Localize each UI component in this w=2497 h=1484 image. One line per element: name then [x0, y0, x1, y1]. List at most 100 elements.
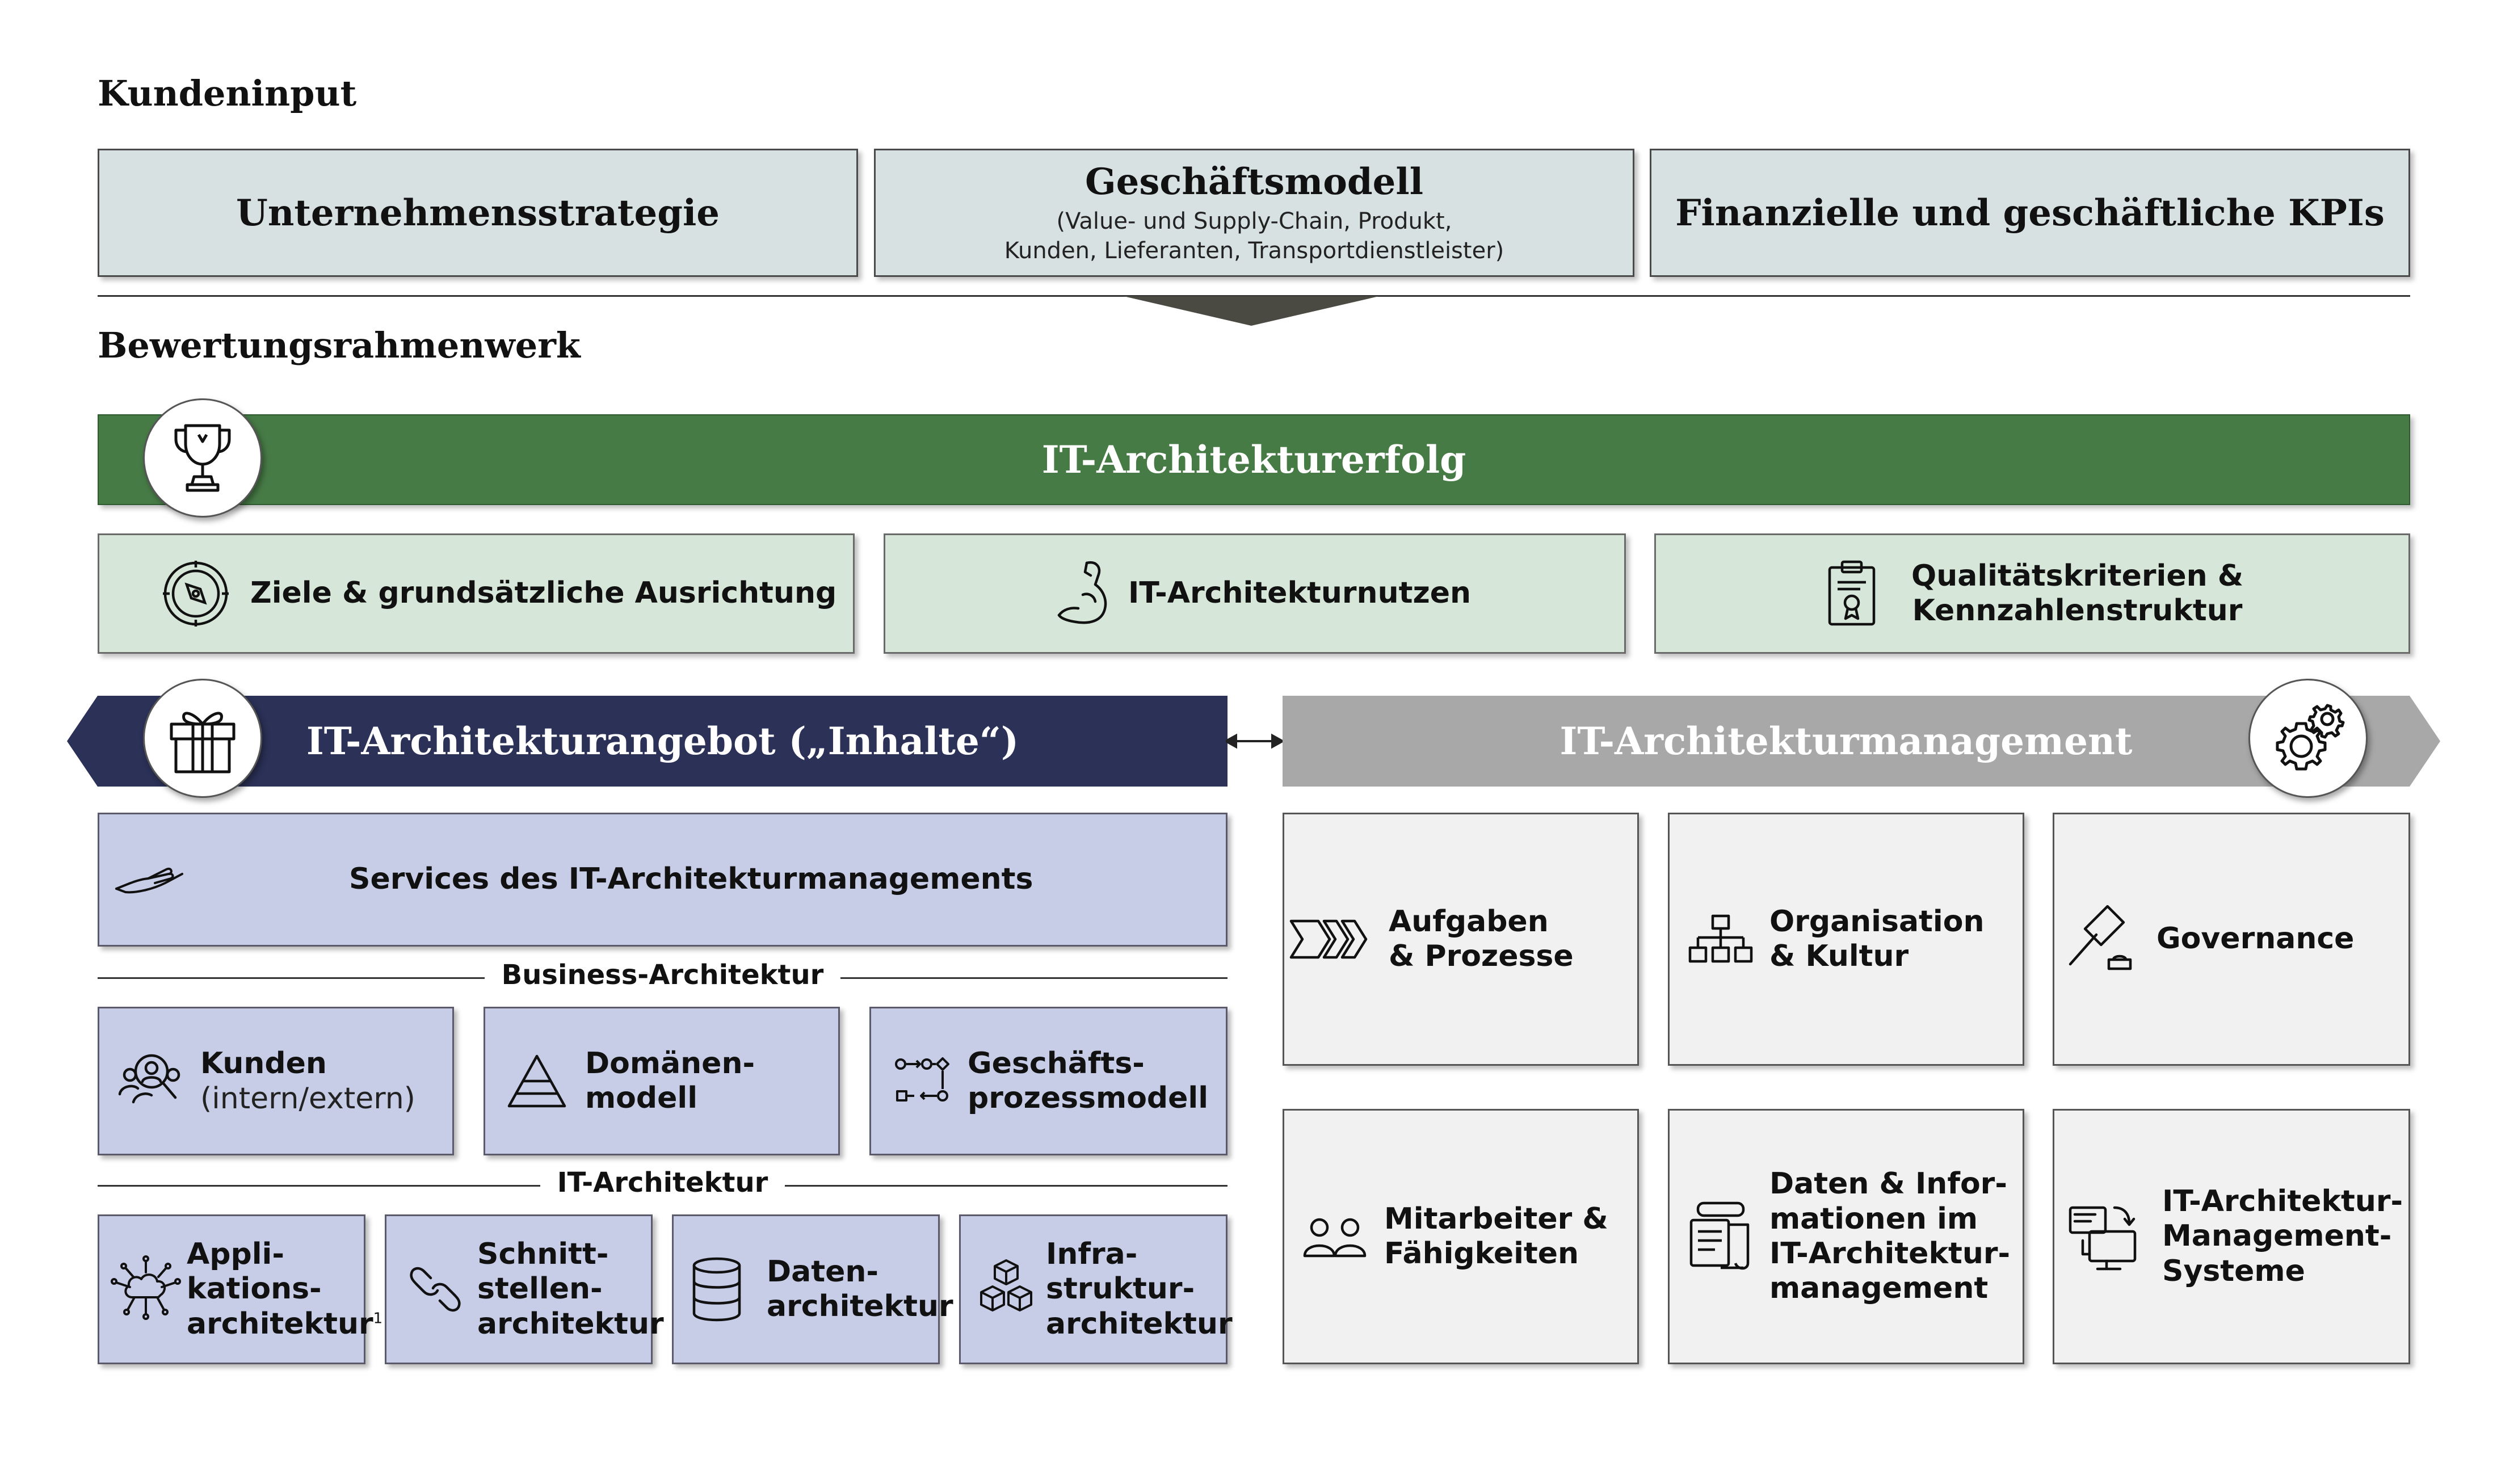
domaenen-box: Domänen- modell [484, 1007, 840, 1155]
applikations-box: Appli- kations- architektur1 [98, 1214, 382, 1364]
domaenen-text: Domänen- modell [585, 1046, 755, 1116]
management-banner-shape [1283, 696, 2440, 787]
mit-l1: Mitarbeiter & [1384, 1201, 1608, 1236]
chevrons-icon [1289, 917, 1374, 962]
geschaeftsprozess-text: Geschäfts- prozessmodell [968, 1046, 1208, 1116]
infra-l1: Infra- [1046, 1237, 1138, 1271]
erfolg-title: IT-Architekturerfolg [1041, 438, 1466, 482]
chain-link-icon [407, 1261, 464, 1318]
sys-l3: Systeme [2162, 1254, 2305, 1288]
mitarbeiter-text: Mitarbeiter & Fähigkeiten [1384, 1202, 1608, 1272]
erfolg-item-ziele: Ziele & grundsätzliche Ausrichtung [98, 533, 855, 654]
daten-l2: architektur [767, 1289, 953, 1323]
business-divider: Business-Architektur [98, 959, 1228, 991]
governance-box: Governance [2053, 813, 2410, 1066]
process-model-icon [894, 1053, 951, 1109]
box-geschaeftsmodell-sub1: (Value- und Supply-Chain, Produkt, [1056, 208, 1452, 234]
erfolg-item-qualitaet-l2: Kennzahlenstruktur [1912, 594, 2243, 628]
erfolg-item-qualitaet: Qualitätskriterien & Kennzahlenstruktur [1654, 533, 2410, 654]
gift-icon [143, 679, 262, 798]
gp-l1: Geschäfts- [968, 1046, 1145, 1081]
box-geschaeftsmodell-title: Geschäftsmodell [1085, 160, 1423, 203]
infrastruktur-box: Infra- struktur- architektur [959, 1214, 1233, 1364]
section-divider [98, 295, 2410, 297]
services-box: Services des IT-Architekturmanagements [98, 813, 1228, 947]
database-icon [690, 1256, 744, 1322]
monitor-sync-icon [2066, 1200, 2139, 1273]
box-geschaeftsmodell: Geschäftsmodell (Value- und Supply-Chain… [874, 149, 1634, 277]
app-footnote: 1 [373, 1310, 383, 1327]
pyramid-icon [506, 1053, 568, 1109]
systeme-text: IT-Architektur- Management- Systeme [2162, 1184, 2403, 1289]
org-l1: Organisation [1769, 904, 1985, 939]
dm-l3: IT-Architektur- [1769, 1237, 2011, 1271]
gavel-icon [2063, 905, 2137, 973]
box-unternehmensstrategie-label: Unternehmensstrategie [236, 191, 720, 234]
schnittstellen-box: Schnitt- stellen- architektur [385, 1214, 664, 1364]
datenarchitektur-text: Daten- architektur [767, 1255, 953, 1325]
section-title-bewertung: Bewertungsrahmenwerk [98, 325, 581, 366]
infra-l2: struktur- [1046, 1272, 1195, 1306]
datenarchitektur-box: Daten- architektur [672, 1214, 953, 1364]
org-l2: & Kultur [1769, 939, 1909, 973]
erfolg-item-ziele-label: Ziele & grundsätzliche Ausrichtung [250, 576, 837, 611]
compass-icon [162, 560, 230, 628]
schnitt-l2: stellen- [477, 1272, 603, 1306]
systeme-box: IT-Architektur- Management- Systeme [2053, 1109, 2410, 1364]
down-arrow-icon [1124, 296, 1379, 326]
sys-l2: Management- [2162, 1219, 2392, 1254]
sys-l1: IT-Architektur- [2162, 1184, 2403, 1218]
erfolg-item-qualitaet-text: Qualitätskriterien & Kennzahlenstruktur [1911, 559, 2243, 629]
documents-icon [1687, 1200, 1755, 1273]
hand-icon [114, 863, 188, 897]
angebot-banner: IT-Architekturangebot („Inhalte“) [98, 696, 1228, 787]
cubes-icon [973, 1258, 1039, 1321]
schnitt-l3: architektur [477, 1306, 664, 1341]
management-banner: IT-Architekturmanagement [1283, 696, 2410, 787]
erfolg-item-nutzen: IT-Architekturnutzen [884, 533, 1626, 654]
box-kpis: Finanzielle und geschäftliche KPIs [1650, 149, 2410, 277]
cloud-network-icon [111, 1255, 181, 1323]
dm-l2: mationen im [1769, 1201, 1978, 1236]
infra-l3: architektur [1046, 1306, 1233, 1341]
dm-l4: management [1769, 1271, 1989, 1306]
double-arrow-icon [1226, 733, 1283, 749]
box-unternehmensstrategie: Unternehmensstrategie [98, 149, 858, 277]
section-title-kundeninput: Kundeninput [98, 73, 357, 114]
erfolg-bar: IT-Architekturerfolg [98, 414, 2410, 505]
gears-icon [2248, 679, 2368, 798]
people-icon [1301, 1214, 1369, 1259]
org-chart-icon [1687, 914, 1755, 965]
customers-search-icon [116, 1050, 187, 1112]
domaenen-l2: modell [585, 1081, 698, 1115]
it-divider: IT-Architektur [98, 1167, 1228, 1199]
erfolg-item-qualitaet-l1: Qualitätskriterien & [1911, 558, 2244, 593]
mit-l2: Fähigkeiten [1384, 1237, 1579, 1271]
certificate-clipboard-icon [1826, 560, 1877, 628]
schnitt-l1: Schnitt- [477, 1237, 609, 1271]
domaenen-l1: Domänen- [585, 1046, 755, 1081]
mitarbeiter-box: Mitarbeiter & Fähigkeiten [1283, 1109, 1639, 1364]
daten-l1: Daten- [767, 1254, 878, 1289]
aufgaben-text: Aufgaben & Prozesse [1389, 905, 1574, 974]
infrastruktur-text: Infra- struktur- architektur [1046, 1237, 1233, 1342]
kunden-l1: Kunden [200, 1046, 327, 1081]
daten-informationen-box: Daten & Infor- mationen im IT-Architektu… [1668, 1109, 2024, 1364]
management-title: IT-Architekturmanagement [1559, 719, 2133, 763]
governance-label: Governance [2156, 922, 2355, 956]
dm-l1: Daten & Infor- [1769, 1167, 2007, 1201]
angebot-banner-shape [67, 696, 1228, 787]
app-l3: architektur [187, 1306, 373, 1341]
gp-l2: prozessmodell [968, 1081, 1209, 1115]
applikations-text: Appli- kations- architektur1 [187, 1237, 382, 1342]
services-label: Services des IT-Architekturmanagements [349, 862, 1033, 897]
schnittstellen-text: Schnitt- stellen- architektur [477, 1237, 664, 1342]
app-l3-row: architektur1 [187, 1307, 382, 1342]
app-l1: Appli- [187, 1237, 284, 1271]
aufgaben-box: Aufgaben & Prozesse [1283, 813, 1639, 1066]
daten-informationen-text: Daten & Infor- mationen im IT-Architektu… [1769, 1167, 2010, 1306]
aufgaben-l2: & Prozesse [1389, 939, 1574, 973]
aufgaben-l1: Aufgaben [1389, 904, 1549, 939]
box-kpis-label: Finanzielle und geschäftliche KPIs [1675, 191, 2385, 234]
kunden-box: Kunden (intern/extern) [98, 1007, 454, 1155]
